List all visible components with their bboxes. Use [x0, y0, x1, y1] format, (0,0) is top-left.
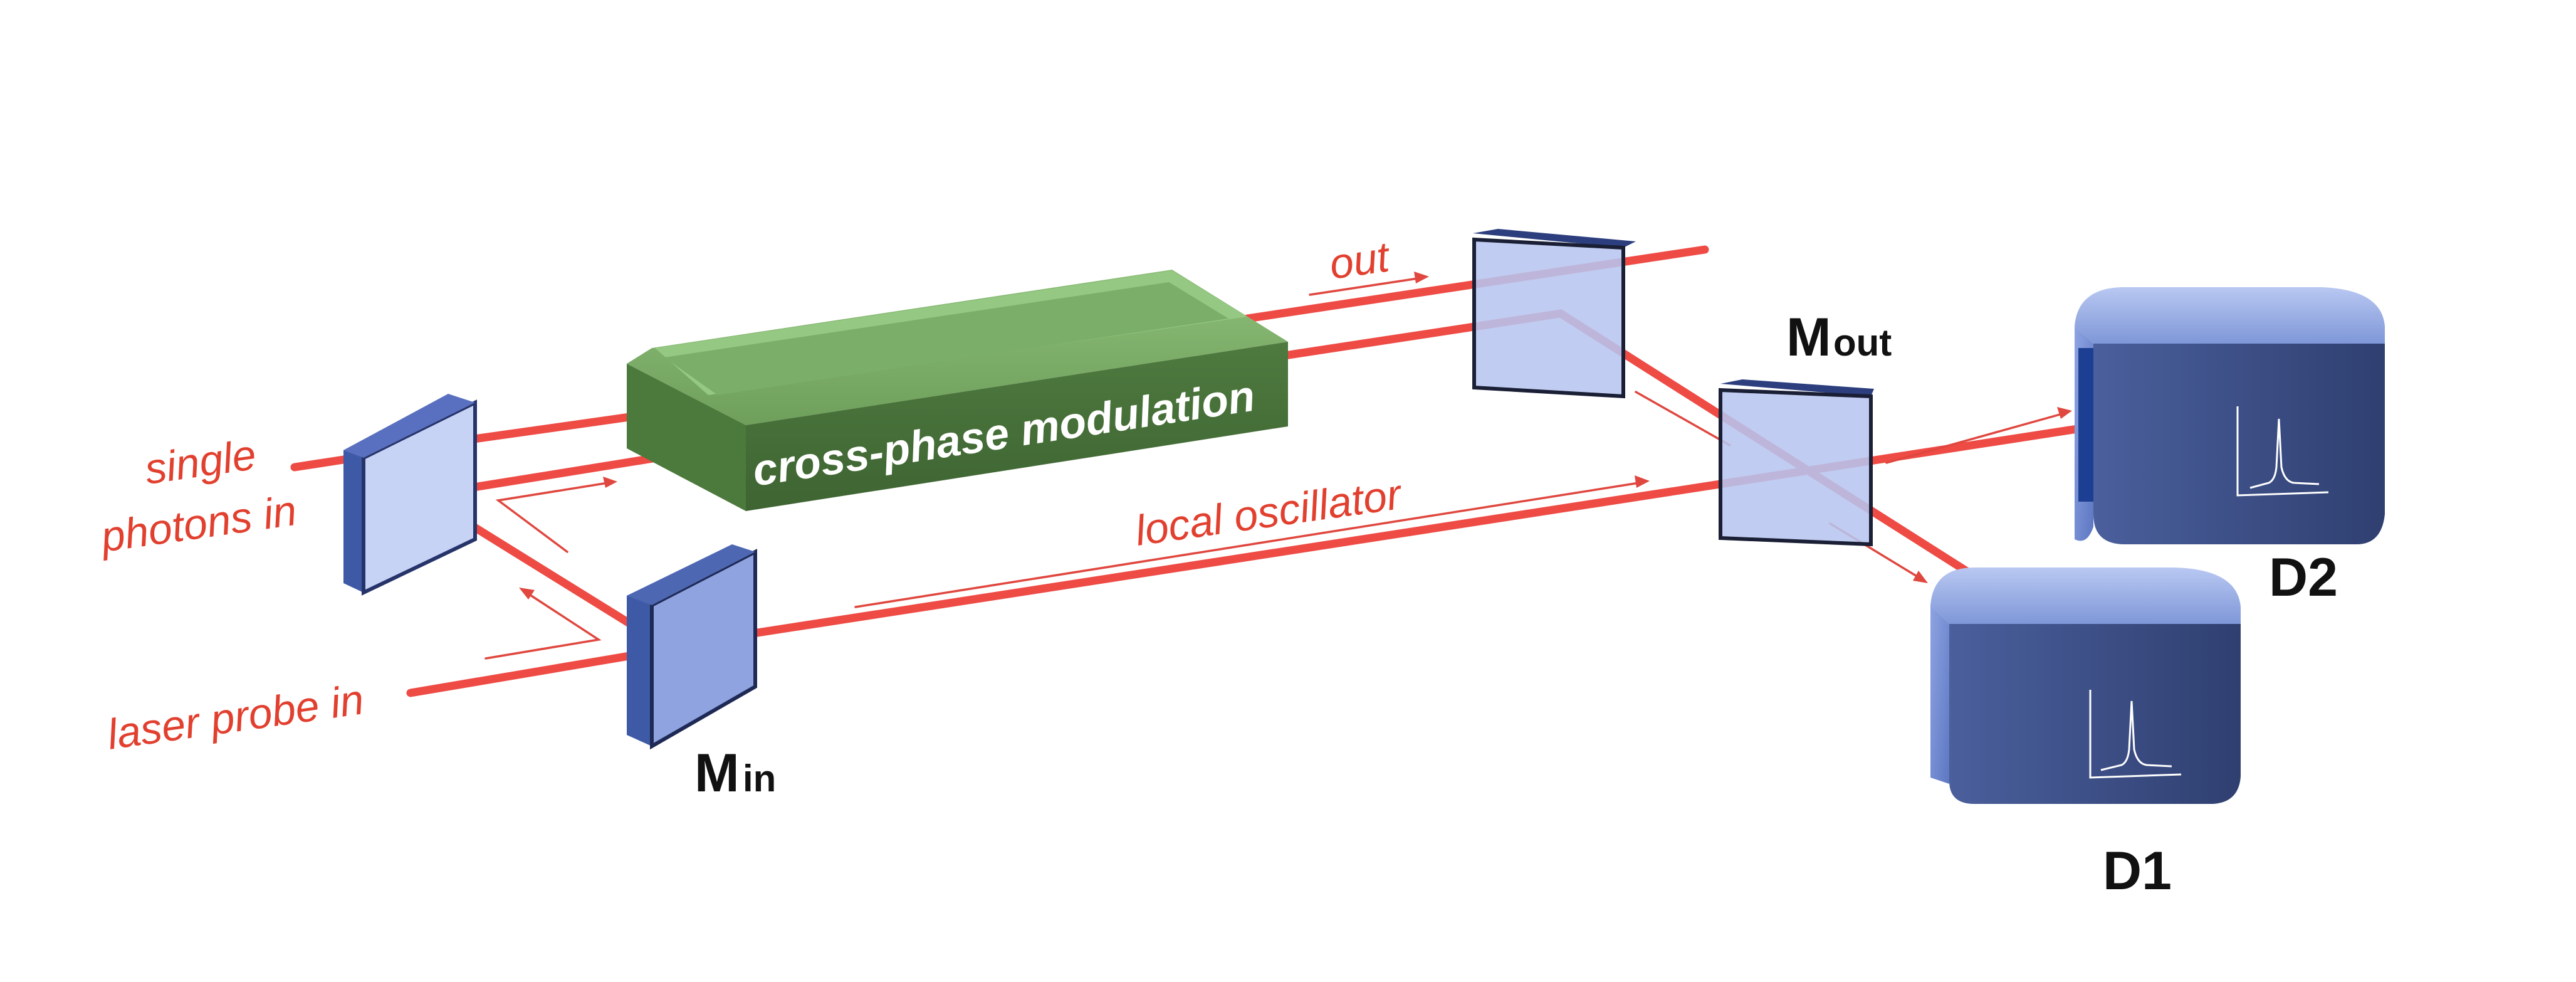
arrowhead-probe-in: [519, 588, 535, 599]
arrow-to-d2: [1885, 413, 2063, 464]
mirror-m-out: [1719, 379, 1874, 547]
modulator-top-plate-inner: [664, 282, 1228, 395]
arrow-photons-in: [495, 482, 609, 553]
svg-text:in: in: [743, 758, 776, 800]
label-d1: D1: [2103, 841, 2172, 901]
label-photons-in: photons in: [97, 487, 300, 561]
mirror-photons-input: [343, 394, 477, 596]
detector-d1: [1930, 568, 2241, 804]
arrow-probe-in: [484, 591, 602, 660]
detector-d2: [2075, 287, 2385, 544]
mirror-photons-input-top: [343, 394, 475, 458]
mirror-top-splitter-face: [1472, 237, 1625, 399]
arrowhead-to-d2: [2057, 407, 2072, 419]
svg-text:out: out: [1833, 322, 1892, 364]
svg-text:M: M: [694, 743, 740, 803]
pulse-graph-icon: [2089, 690, 2182, 779]
arrowhead-out: [1414, 272, 1429, 283]
mirror-m-out-face: [1719, 388, 1873, 547]
label-d2: D2: [2269, 547, 2338, 608]
detector-d1-front: [1930, 605, 1949, 784]
arrowhead-local-oscillator: [1635, 475, 1650, 488]
label-laser-probe-in: laser probe in: [105, 675, 367, 759]
svg-text:M: M: [1786, 307, 1831, 367]
beam-laser-probe-in: [406, 651, 637, 697]
mirror-m-in: [627, 544, 757, 750]
arrowhead-photons-in: [603, 477, 617, 488]
beam-local-oscillator: [647, 416, 2139, 653]
cross-phase-modulator: cross-phase modulation: [627, 270, 1288, 511]
mirror-top-splitter: [1472, 229, 1636, 399]
mirror-m-in-top: [627, 544, 755, 605]
arrowhead-to-d1: [1913, 571, 1928, 583]
mirror-top-splitter-top: [1473, 229, 1636, 248]
label-single: single: [142, 431, 259, 494]
arrow-local-oscillator: [854, 482, 1640, 608]
pulse-graph-icon: [2236, 406, 2329, 497]
beam-mirror-to-modulator-upper: [456, 409, 656, 445]
detector-d2-top: [2075, 287, 2385, 344]
detector-d1-top: [1930, 568, 2241, 624]
detector-d2-side: [2093, 344, 2385, 544]
arrow-out: [1309, 277, 1419, 296]
mirror-m-out-top: [1720, 379, 1874, 396]
modulator-front-face: [746, 342, 1288, 511]
modulator-left-face: [627, 364, 746, 511]
label-m-in: M in: [694, 743, 776, 803]
detector-d1-side: [1949, 624, 2241, 804]
arrow-mirror-to-mout: [1635, 391, 1731, 446]
label-out: out: [1327, 233, 1394, 288]
label-m-out: M out: [1786, 307, 1892, 367]
